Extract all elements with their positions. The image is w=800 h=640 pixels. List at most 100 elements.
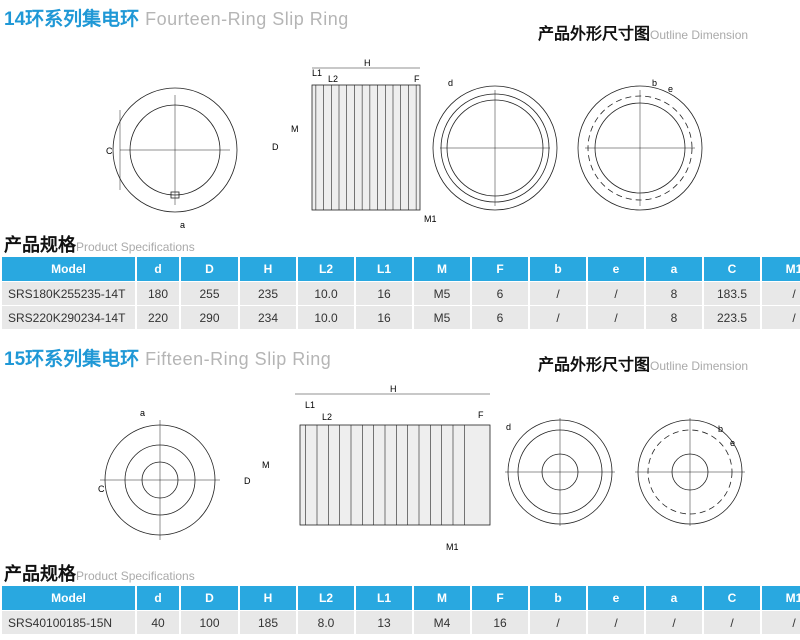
column-header: b — [530, 586, 586, 610]
section1-drawings: C a H L1 L2 F D M M1 d b e — [106, 58, 703, 230]
table-cell: 180 — [137, 282, 179, 305]
label-e: e — [668, 84, 673, 94]
label-a: a — [180, 220, 185, 230]
table-cell: / — [646, 611, 702, 634]
column-header: M — [414, 257, 470, 281]
table-cell: 255 — [181, 282, 238, 305]
label-d-outer: D — [244, 476, 251, 486]
brush-view-drawing: b e — [577, 78, 703, 211]
column-header: a — [646, 586, 702, 610]
table-cell: SRS180K255235-14T — [2, 282, 135, 305]
terminal-view-drawing: d — [432, 78, 558, 211]
terminal-view-drawing: d — [505, 418, 615, 526]
table-cell: 6 — [472, 282, 528, 305]
label-d: d — [448, 78, 453, 88]
section2-outline-heading: 产品外形尺寸图Outline Dimension — [538, 351, 748, 375]
table-cell: M5 — [414, 282, 470, 305]
spec-en: Product Specifications — [76, 569, 195, 583]
title-en: Fourteen-Ring Slip Ring — [145, 9, 349, 29]
front-view-drawing: C a — [106, 87, 238, 230]
label-h: H — [390, 384, 397, 394]
column-header: M1 — [762, 586, 800, 610]
table-cell: / — [588, 611, 644, 634]
section1-spec-heading: 产品规格Product Specifications — [4, 231, 195, 257]
label-l1: L1 — [305, 400, 315, 410]
column-header: b — [530, 257, 586, 281]
outline-en: Outline Dimension — [650, 359, 749, 373]
column-header: Model — [2, 257, 135, 281]
spec-cn: 产品规格 — [4, 235, 76, 255]
table-cell: M5 — [414, 306, 470, 329]
table-cell: / — [588, 282, 644, 305]
table-cell: 183.5 — [704, 282, 760, 305]
section2-drawings: a C H L1 L2 F D M M1 d b e — [98, 384, 745, 552]
label-m: M — [262, 460, 270, 470]
label-c: C — [98, 484, 105, 494]
table-cell: 8.0 — [298, 611, 354, 634]
side-view-drawing: H L1 L2 F D M M1 — [244, 384, 491, 552]
table-cell: 8 — [646, 306, 702, 329]
label-e: e — [730, 438, 735, 448]
table-cell: / — [530, 282, 586, 305]
table-cell: 185 — [240, 611, 296, 634]
spec-cn: 产品规格 — [4, 564, 76, 584]
label-m: M — [291, 124, 299, 134]
label-l2: L2 — [328, 74, 338, 84]
table-cell: 16 — [356, 306, 412, 329]
label-m1: M1 — [446, 542, 459, 552]
column-header: L1 — [356, 257, 412, 281]
outline-cn: 产品外形尺寸图 — [538, 357, 651, 374]
column-header: a — [646, 257, 702, 281]
column-header: e — [588, 257, 644, 281]
table-cell: / — [530, 306, 586, 329]
column-header: H — [240, 257, 296, 281]
label-m1: M1 — [424, 214, 437, 224]
label-b: b — [652, 78, 657, 88]
table-cell: 40 — [137, 611, 179, 634]
table-cell: 8 — [646, 282, 702, 305]
table-cell: 6 — [472, 306, 528, 329]
table-cell: 10.0 — [298, 282, 354, 305]
table-cell: / — [704, 611, 760, 634]
outline-en: Outline Dimension — [650, 28, 749, 42]
front-view-drawing: a C — [98, 408, 220, 540]
column-header: C — [704, 586, 760, 610]
column-header: d — [137, 257, 179, 281]
brush-view-drawing: b e — [635, 418, 745, 526]
table-cell: 16 — [356, 282, 412, 305]
column-header: d — [137, 586, 179, 610]
column-header: D — [181, 257, 238, 281]
section1-outline-heading: 产品外形尺寸图Outline Dimension — [538, 20, 748, 44]
section2-spec-heading: 产品规格Product Specifications — [4, 560, 195, 586]
table-cell: 16 — [472, 611, 528, 634]
column-header: L2 — [298, 586, 354, 610]
column-header: M1 — [762, 257, 800, 281]
column-header: C — [704, 257, 760, 281]
table-cell: 223.5 — [704, 306, 760, 329]
table-cell: 100 — [181, 611, 238, 634]
column-header: Model — [2, 586, 135, 610]
title-cn: 15环系列集电环 — [4, 349, 140, 370]
table-cell: 235 — [240, 282, 296, 305]
table-cell: 10.0 — [298, 306, 354, 329]
outline-cn: 产品外形尺寸图 — [538, 26, 651, 43]
table-cell: / — [762, 306, 800, 329]
table-cell: SRS40100185-15N — [2, 611, 135, 634]
label-c: C — [106, 146, 113, 156]
label-l1: L1 — [312, 68, 322, 78]
title-cn: 14环系列集电环 — [4, 9, 140, 30]
table-cell: 13 — [356, 611, 412, 634]
label-a: a — [140, 408, 145, 418]
column-header: F — [472, 257, 528, 281]
table-cell: 234 — [240, 306, 296, 329]
table-cell: / — [530, 611, 586, 634]
column-header: e — [588, 586, 644, 610]
column-header: F — [472, 586, 528, 610]
label-l2: L2 — [322, 412, 332, 422]
